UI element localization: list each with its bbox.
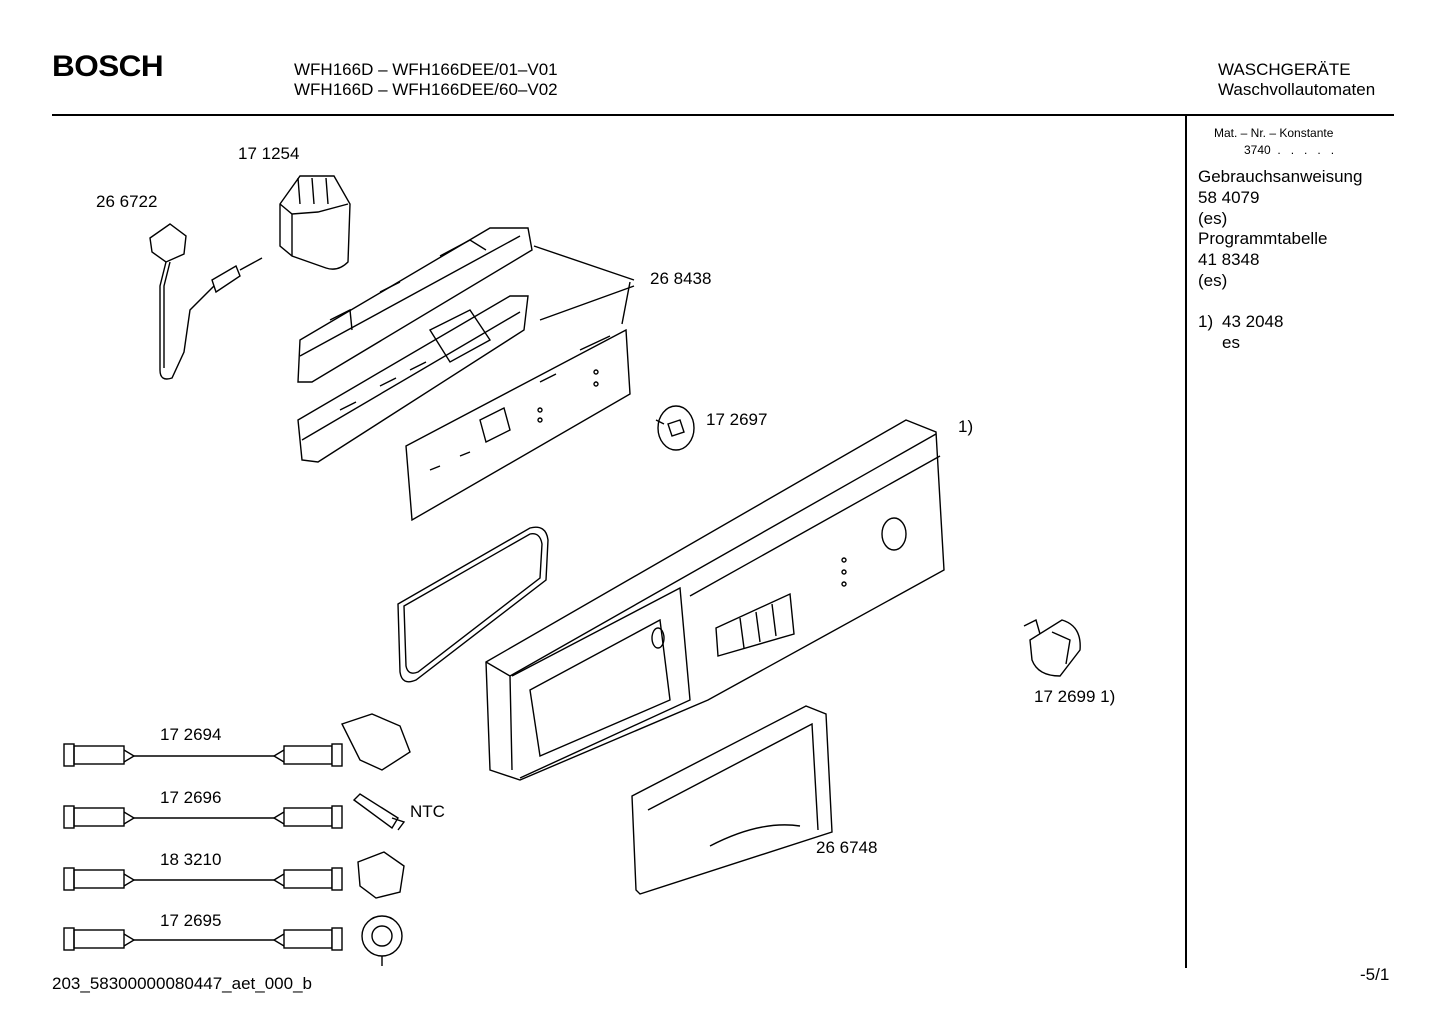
label-module-group: 26 8438 xyxy=(650,269,712,288)
harness-4-part xyxy=(63,915,403,966)
group-leader-lines xyxy=(533,245,635,325)
harness-2-part xyxy=(63,793,406,831)
label-filter: 17 1254 xyxy=(238,144,300,163)
header-divider xyxy=(52,114,1394,116)
drawing-id: 203_58300000080447_aet_000_b xyxy=(52,974,312,993)
model-line-1: WFH166D – WFH166DEE/01–V01 xyxy=(294,60,558,79)
page-number: -5/1 xyxy=(1360,965,1390,984)
note-number: 43 2048 xyxy=(1222,312,1284,331)
label-drawer-front: 26 6748 xyxy=(816,838,878,857)
label-small-knob: 17 2697 xyxy=(706,410,768,429)
note-lang: es xyxy=(1222,333,1240,352)
label-harness-3: 18 3210 xyxy=(160,850,222,869)
label-harness-1: 17 2694 xyxy=(160,725,222,744)
note-ref: 1) xyxy=(1198,312,1214,331)
mat-value: 3740 . . . . . xyxy=(1244,143,1335,157)
label-power-cord: 26 6722 xyxy=(96,192,158,211)
doc1-title: Gebrauchsanweisung xyxy=(1198,167,1363,186)
drawer-front-part xyxy=(631,705,833,895)
doc2-title: Programmtabelle xyxy=(1198,229,1328,248)
harness-1-part xyxy=(63,713,411,771)
label-harness-2: 17 2696 xyxy=(160,788,222,807)
small-knob-part xyxy=(655,405,695,451)
control-frame-part xyxy=(297,227,533,383)
front-panel-part xyxy=(485,419,945,781)
label-ntc: NTC xyxy=(410,802,445,821)
doc2-lang: (es) xyxy=(1198,271,1228,290)
brand-logo: BOSCH xyxy=(52,50,164,83)
mat-label: Mat. – Nr. – Konstante xyxy=(1214,126,1334,140)
control-board-part xyxy=(405,328,631,522)
sidebar-divider xyxy=(1185,116,1187,968)
label-panel-note: 1) xyxy=(958,417,974,436)
harness-3-part xyxy=(63,851,405,899)
power-cord-part xyxy=(149,223,263,380)
label-harness-4: 17 2695 xyxy=(160,911,222,930)
doc2-number: 41 8348 xyxy=(1198,250,1260,269)
category-title: WASCHGERÄTE xyxy=(1218,60,1351,79)
middle-frame-part xyxy=(297,295,529,463)
model-line-2: WFH166D – WFH166DEE/60–V02 xyxy=(294,80,558,99)
program-knob-part xyxy=(1023,618,1081,677)
gasket-part xyxy=(397,526,549,683)
doc1-lang: (es) xyxy=(1198,209,1228,228)
subcategory-title: Waschvollautomaten xyxy=(1218,80,1376,99)
filter-part xyxy=(279,175,351,270)
label-program-knob: 17 2699 1) xyxy=(1034,687,1116,706)
doc1-number: 58 4079 xyxy=(1198,188,1260,207)
